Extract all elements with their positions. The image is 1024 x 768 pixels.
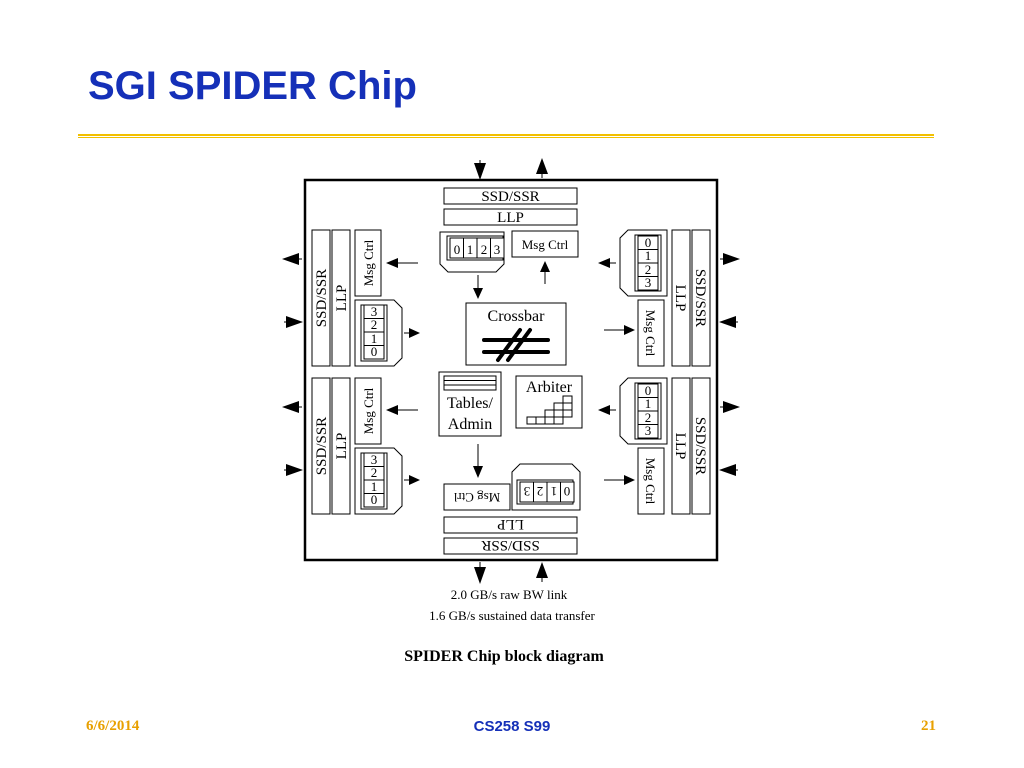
right-upper-buffer-1: 1: [645, 248, 652, 263]
footer-course: CS258 S99: [473, 718, 551, 735]
arbiter-block: Arbiter: [515, 375, 583, 429]
bottom-port: SSD/SSR LLP Msg Ctrl 0 1 2 3: [443, 444, 581, 584]
left-lower-buffer-3: 3: [371, 452, 378, 467]
top-llp-label: LLP: [497, 210, 524, 226]
arbiter-grid-icon: [526, 395, 573, 425]
left-upper-buffer-3: 3: [371, 304, 378, 319]
right-upper-llp-label: LLP: [672, 285, 688, 312]
right-upper-port: SSD/SSR LLP Msg Ctrl 0 1 2 3: [598, 229, 740, 367]
tables-label: Tables/: [447, 395, 494, 412]
top-buffer-3: 3: [494, 242, 501, 257]
left-upper-buffer-0: 0: [371, 344, 378, 359]
bottom-msg-ctrl-label: Msg Ctrl: [453, 490, 500, 505]
left-lower-llp-label: LLP: [334, 433, 350, 460]
top-msg-ctrl-label: Msg Ctrl: [522, 237, 569, 252]
crossbar-block: Crossbar: [465, 302, 567, 366]
crossbar-symbol-icon: [482, 328, 550, 362]
left-lower-buffer-0: 0: [371, 492, 378, 507]
top-buffer-0: 0: [454, 242, 461, 257]
link-sustained-label: 1.6 GB/s sustained data transfer: [429, 608, 595, 623]
bottom-ssd-ssr-label: SSD/SSR: [481, 537, 539, 553]
left-lower-ssd-ssr-label: SSD/SSR: [314, 417, 330, 475]
bottom-buffer-1: 1: [551, 484, 558, 499]
bottom-llp-label: LLP: [497, 516, 524, 532]
link-raw-bw-label: 2.0 GB/s raw BW link: [451, 587, 568, 602]
right-lower-buffer-0: 0: [645, 383, 652, 398]
right-lower-ssd-ssr-label: SSD/SSR: [692, 417, 708, 475]
bottom-buffer-3: 3: [524, 484, 531, 499]
top-buffer-1: 1: [467, 242, 474, 257]
top-ssd-ssr-label: SSD/SSR: [481, 189, 539, 205]
right-upper-msg-ctrl-label: Msg Ctrl: [643, 310, 658, 357]
right-lower-port: SSD/SSR LLP Msg Ctrl 0 1 2 3: [598, 377, 740, 515]
right-lower-buffer-2: 2: [645, 410, 652, 425]
left-upper-buffer-2: 2: [371, 317, 378, 332]
right-lower-buffer-1: 1: [645, 396, 652, 411]
top-port: SSD/SSR LLP 0 1 2 3 Msg Ctrl: [439, 158, 579, 299]
footer-date: 6/6/2014: [86, 718, 140, 734]
right-lower-msg-ctrl-label: Msg Ctrl: [643, 458, 658, 505]
bottom-buffer-2: 2: [537, 484, 544, 499]
crossbar-label: Crossbar: [488, 308, 546, 325]
right-upper-buffer-0: 0: [645, 235, 652, 250]
left-upper-port: SSD/SSR LLP Msg Ctrl 0 1 2 3: [282, 229, 420, 367]
left-lower-port: SSD/SSR LLP Msg Ctrl 0 1 2 3: [282, 377, 420, 515]
slide-title: SGI SPIDER Chip: [88, 64, 417, 108]
left-upper-buffer-1: 1: [371, 331, 378, 346]
right-upper-ssd-ssr-label: SSD/SSR: [692, 269, 708, 327]
diagram-caption: SPIDER Chip block diagram: [404, 648, 604, 665]
left-lower-buffer-2: 2: [371, 465, 378, 480]
left-lower-msg-ctrl-label: Msg Ctrl: [361, 387, 376, 434]
title-divider: [78, 134, 934, 138]
tables-admin-block: Tables/ Admin: [438, 371, 502, 437]
footer-page-number: 21: [921, 718, 936, 734]
top-buffer-2: 2: [481, 242, 488, 257]
arbiter-label: Arbiter: [526, 379, 573, 396]
right-upper-buffer-2: 2: [645, 262, 652, 277]
left-upper-ssd-ssr-label: SSD/SSR: [314, 269, 330, 327]
left-upper-msg-ctrl-label: Msg Ctrl: [361, 239, 376, 286]
left-lower-buffer-1: 1: [371, 479, 378, 494]
right-upper-buffer-3: 3: [645, 275, 652, 290]
admin-label: Admin: [448, 416, 492, 433]
table-icon: [443, 375, 497, 391]
left-upper-llp-label: LLP: [334, 285, 350, 312]
right-lower-buffer-3: 3: [645, 423, 652, 438]
right-lower-llp-label: LLP: [672, 433, 688, 460]
bottom-buffer-0: 0: [564, 484, 571, 499]
